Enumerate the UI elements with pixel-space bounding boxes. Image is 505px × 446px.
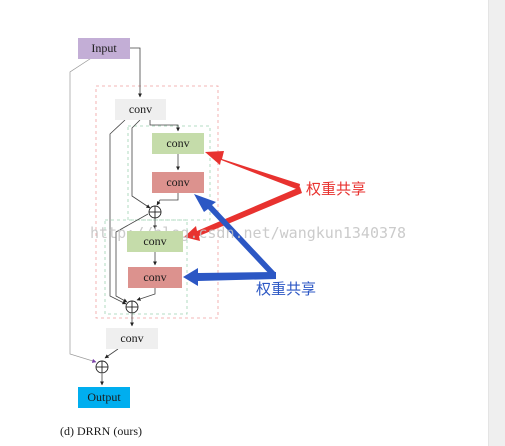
add-node-3: [95, 360, 109, 374]
conv-shared-red-2: conv: [128, 267, 182, 288]
blue-arrow-to-lower-red-conv: [183, 268, 276, 286]
red-arrow-to-top-green-conv: [205, 151, 300, 190]
residual-unit-1-outline: [127, 125, 211, 221]
vertical-scrollbar[interactable]: [488, 0, 505, 446]
residual-unit-2-outline: [104, 219, 188, 315]
blue-shared-weight-arrows: [183, 194, 276, 286]
output-node: Output: [78, 387, 130, 408]
global-skip-line: [69, 54, 97, 363]
flow-lines: [100, 47, 180, 386]
add-node-2: [125, 300, 139, 314]
conv-top-node: conv: [115, 99, 166, 120]
conv-shared-green-2: conv: [127, 231, 183, 252]
conv-bottom-node: conv: [106, 328, 158, 349]
conv-shared-red-1: conv: [152, 172, 204, 193]
conv-shared-green-1: conv: [152, 133, 204, 154]
weight-sharing-note-red: 权重共享: [306, 180, 367, 198]
figure-caption: (d) DRRN (ours): [60, 424, 142, 438]
weight-sharing-note-blue: 权重共享: [256, 280, 317, 298]
blue-arrow-to-top-red-conv: [194, 194, 276, 277]
outer-recursive-block-outline: [95, 85, 219, 319]
input-node: Input: [78, 38, 130, 59]
red-shared-weight-arrows: [184, 151, 302, 241]
add-node-1: [148, 205, 162, 219]
red-arrow-to-lower-green-conv: [184, 187, 302, 241]
